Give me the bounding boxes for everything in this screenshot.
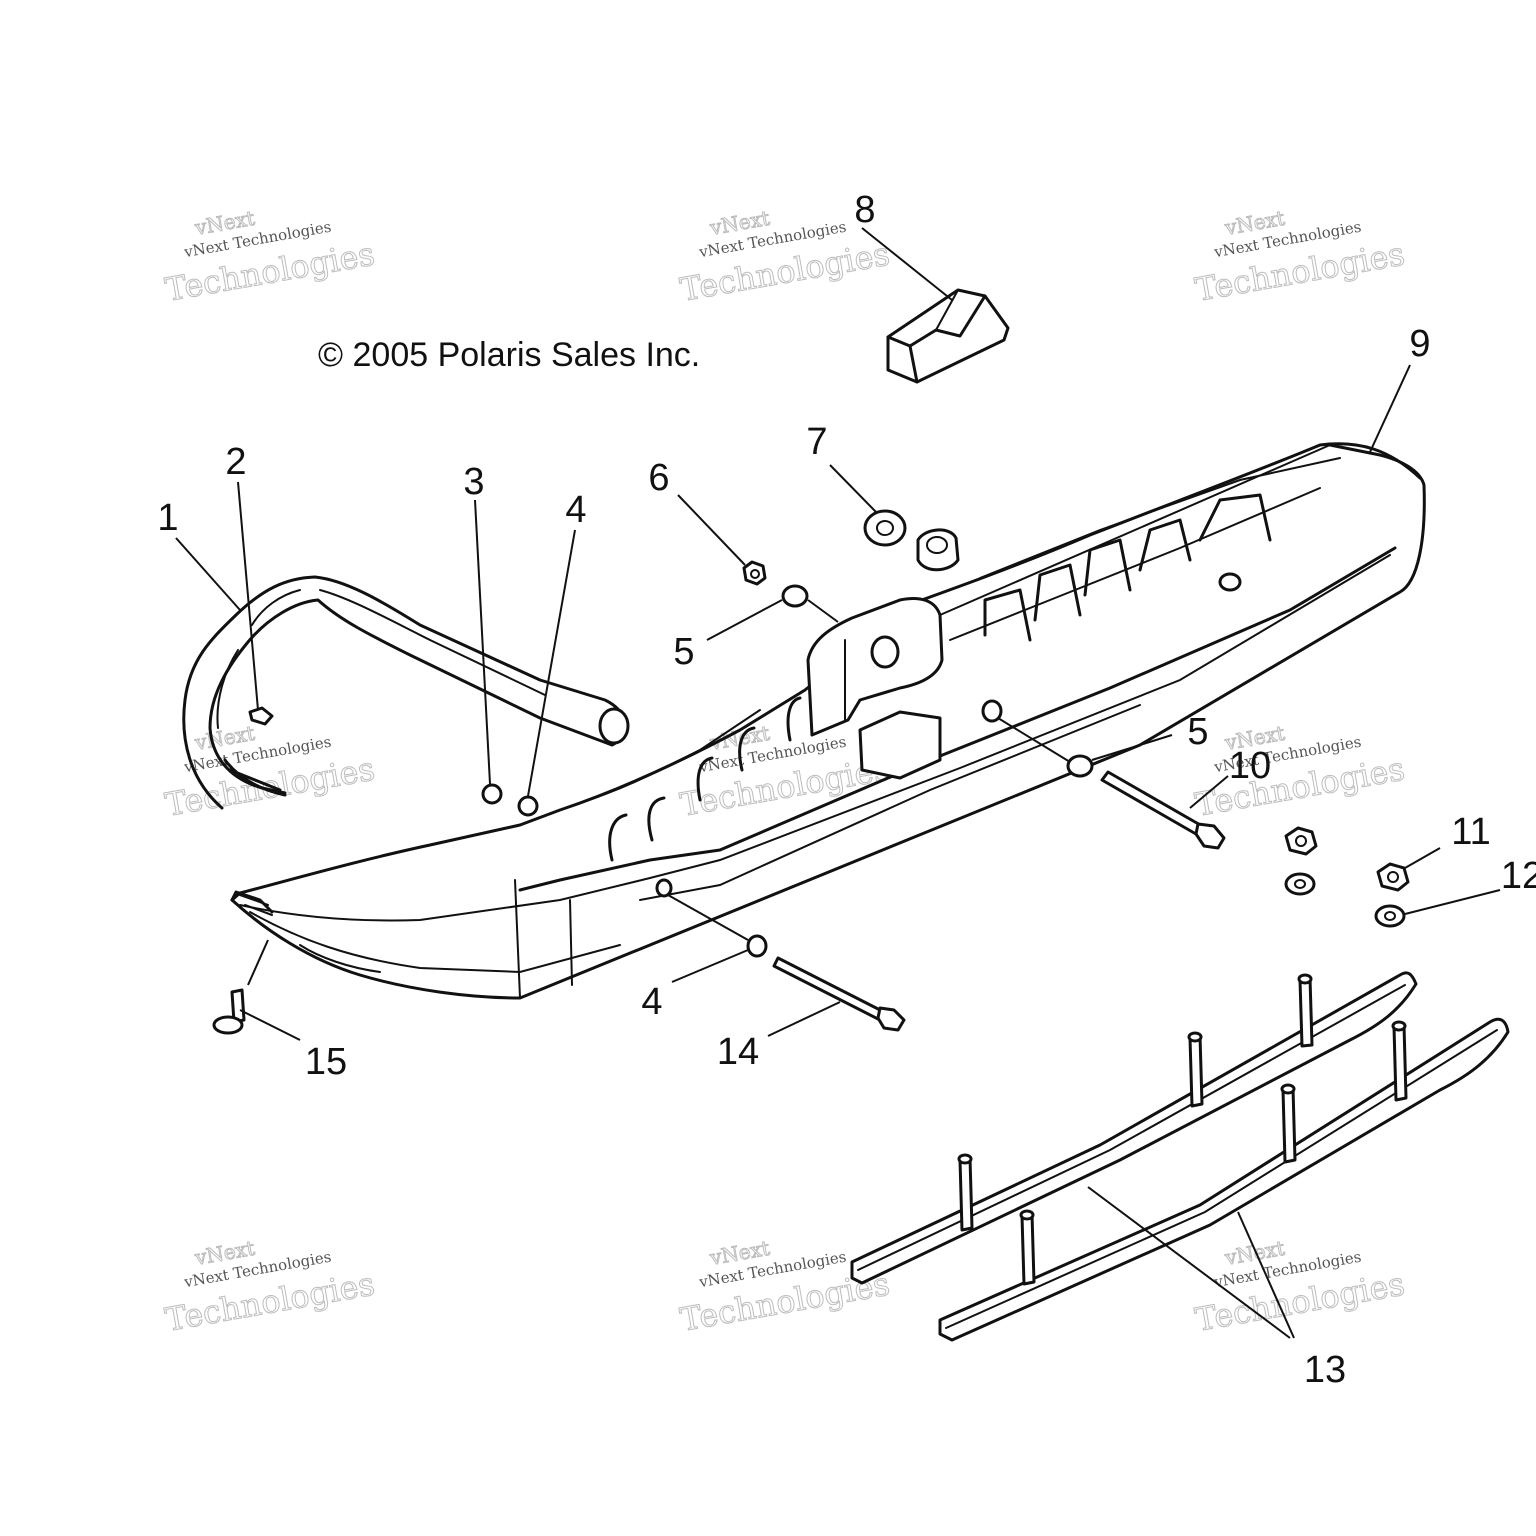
copyright-text: © 2005 Polaris Sales Inc.: [318, 336, 700, 374]
part-washer-4-upper: [517, 795, 539, 817]
callout-8: 8: [854, 189, 875, 231]
part-nut-pair-left: [1284, 826, 1318, 896]
callout-10: 10: [1229, 745, 1271, 787]
callout-4-lower: 4: [641, 981, 662, 1023]
watermark-mid-right: vNext vNext Technologies Technologies: [1192, 720, 1408, 824]
part-bolt-14: [772, 956, 906, 1032]
part-ski-body: [230, 442, 1426, 1000]
callout-7: 7: [806, 421, 827, 463]
callout-1: 1: [157, 497, 178, 539]
watermark-bottom-left: vNext vNext Technologies Technologies: [162, 1235, 378, 1339]
part-washer-4-lower: [746, 934, 768, 958]
part-insert: [248, 706, 274, 726]
callout-4-upper: 4: [565, 489, 586, 531]
part-bolt-10: [1100, 770, 1226, 850]
part-washer-5-upper: [781, 584, 809, 608]
callout-13: 13: [1304, 1349, 1346, 1391]
part-washer-5-lower: [1066, 754, 1094, 778]
part-carbide-runner-upper: [850, 971, 1418, 1285]
part-bumper-pad: [886, 288, 1010, 384]
watermark-bottom-right: vNext vNext Technologies Technologies: [1192, 1235, 1408, 1339]
part-washer-12: [1374, 904, 1406, 928]
callout-14: 14: [717, 1031, 759, 1073]
callout-5-lower: 5: [1187, 711, 1208, 753]
callout-12: 12: [1501, 855, 1536, 897]
part-nut-6: [742, 560, 767, 586]
part-nut-3: [481, 783, 503, 805]
part-bushing-7: [863, 509, 960, 572]
leader-lines: [175, 227, 1501, 1339]
watermark-top-left: vNext vNext Technologies Technologies: [162, 205, 378, 309]
part-pin-15: [212, 988, 246, 1035]
callout-15: 15: [305, 1041, 347, 1083]
part-nut-11: [1376, 862, 1410, 892]
callout-6: 6: [648, 457, 669, 499]
part-carbide-runner-lower: [938, 1017, 1510, 1342]
watermark-top-right: vNext vNext Technologies Technologies: [1192, 205, 1408, 309]
callout-11: 11: [1451, 811, 1490, 853]
part-ski-loop: [182, 575, 630, 810]
callout-2: 2: [225, 441, 246, 483]
callout-5-upper: 5: [673, 631, 694, 673]
callout-3: 3: [463, 461, 484, 503]
callout-9: 9: [1409, 323, 1430, 365]
